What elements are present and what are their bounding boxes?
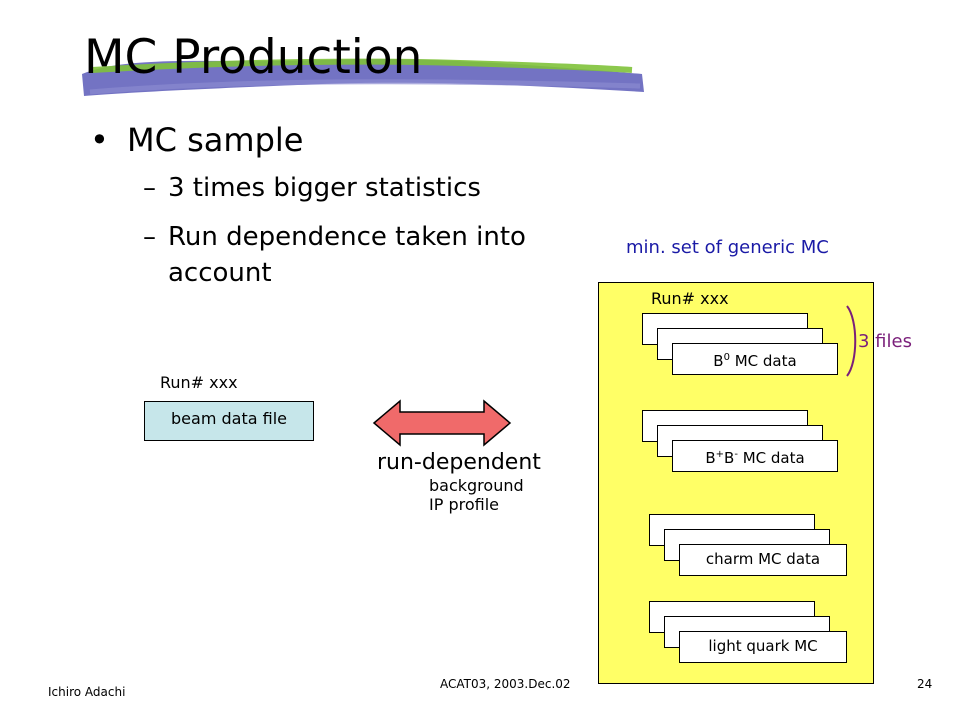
bp-sup: +	[715, 449, 725, 460]
title-brush-stroke	[82, 58, 644, 96]
files-brace-icon	[846, 305, 857, 377]
file-light-quark-mc: light quark MC	[679, 631, 847, 663]
bm-label: B	[724, 449, 735, 467]
bm-sup: -	[734, 449, 738, 460]
page-title: MC Production	[84, 30, 423, 85]
file-b0-mc-data: B0 MC data	[672, 343, 838, 375]
arrow-detail-ip-profile: IP profile	[429, 495, 499, 514]
bpbm-rest: MC data	[737, 449, 805, 467]
b0-label: B	[713, 352, 724, 370]
arrow-label: run-dependent	[377, 450, 541, 475]
subbullet-dash: –	[143, 222, 156, 252]
beam-run-label: Run# xxx	[160, 373, 238, 392]
beam-data-file: beam data file	[144, 401, 314, 441]
footer-page-number: 24	[917, 677, 933, 691]
double-arrow-icon	[372, 399, 512, 447]
bp-label: B	[705, 449, 716, 467]
b0-rest: MC data	[729, 352, 797, 370]
subbullet-statistics: 3 times bigger statistics	[168, 173, 481, 203]
arrow-detail-background: background	[429, 476, 524, 495]
subbullet-dash: –	[143, 173, 156, 203]
panel-heading: min. set of generic MC	[626, 237, 829, 258]
footer-event: ACAT03, 2003.Dec.02	[440, 677, 571, 691]
subbullet-run-dependence: Run dependence taken into	[168, 222, 526, 252]
three-files-label: 3 files	[858, 331, 912, 352]
panel-run-label: Run# xxx	[651, 289, 729, 308]
bullet-mc-sample: MC sample	[127, 121, 304, 159]
bullet-symbol: •	[90, 121, 109, 159]
b0-sup: 0	[723, 352, 730, 363]
subbullet-run-dependence-cont: account	[168, 258, 272, 288]
file-bpbm-mc-data: B+B- MC data	[672, 440, 838, 472]
file-charm-mc-data: charm MC data	[679, 544, 847, 576]
footer-author: Ichiro Adachi	[48, 685, 126, 699]
